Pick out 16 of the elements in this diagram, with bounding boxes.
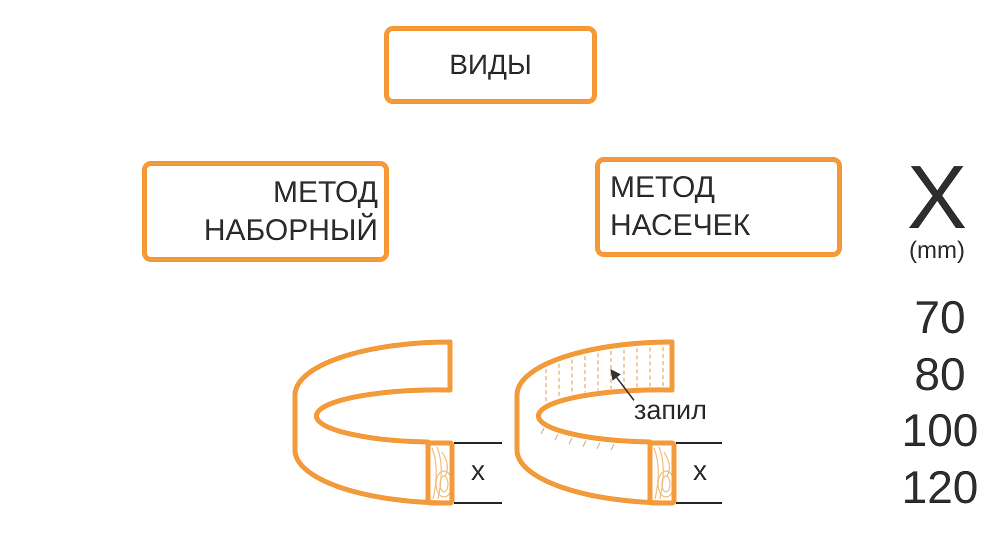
size-value: 80	[914, 351, 966, 397]
size-value: 120	[902, 464, 978, 510]
saw-cut-line	[610, 351, 612, 389]
size-value: 70	[914, 294, 966, 340]
dimension-label: x	[693, 457, 707, 485]
unit-label: (mm)	[909, 236, 965, 266]
callout-label: запил	[634, 393, 707, 427]
category-box	[384, 26, 597, 104]
box-title: МЕТОД НАБОРНЫЙ	[202, 174, 378, 248]
size-value: 100	[902, 407, 978, 453]
category-box	[595, 157, 842, 257]
dimension-label: x	[471, 457, 485, 485]
leader-line	[610, 369, 635, 401]
box-title: МЕТОД НАСЕЧЕК	[610, 170, 752, 244]
category-box	[142, 161, 389, 262]
box-title: ВИДЫ	[449, 48, 532, 82]
